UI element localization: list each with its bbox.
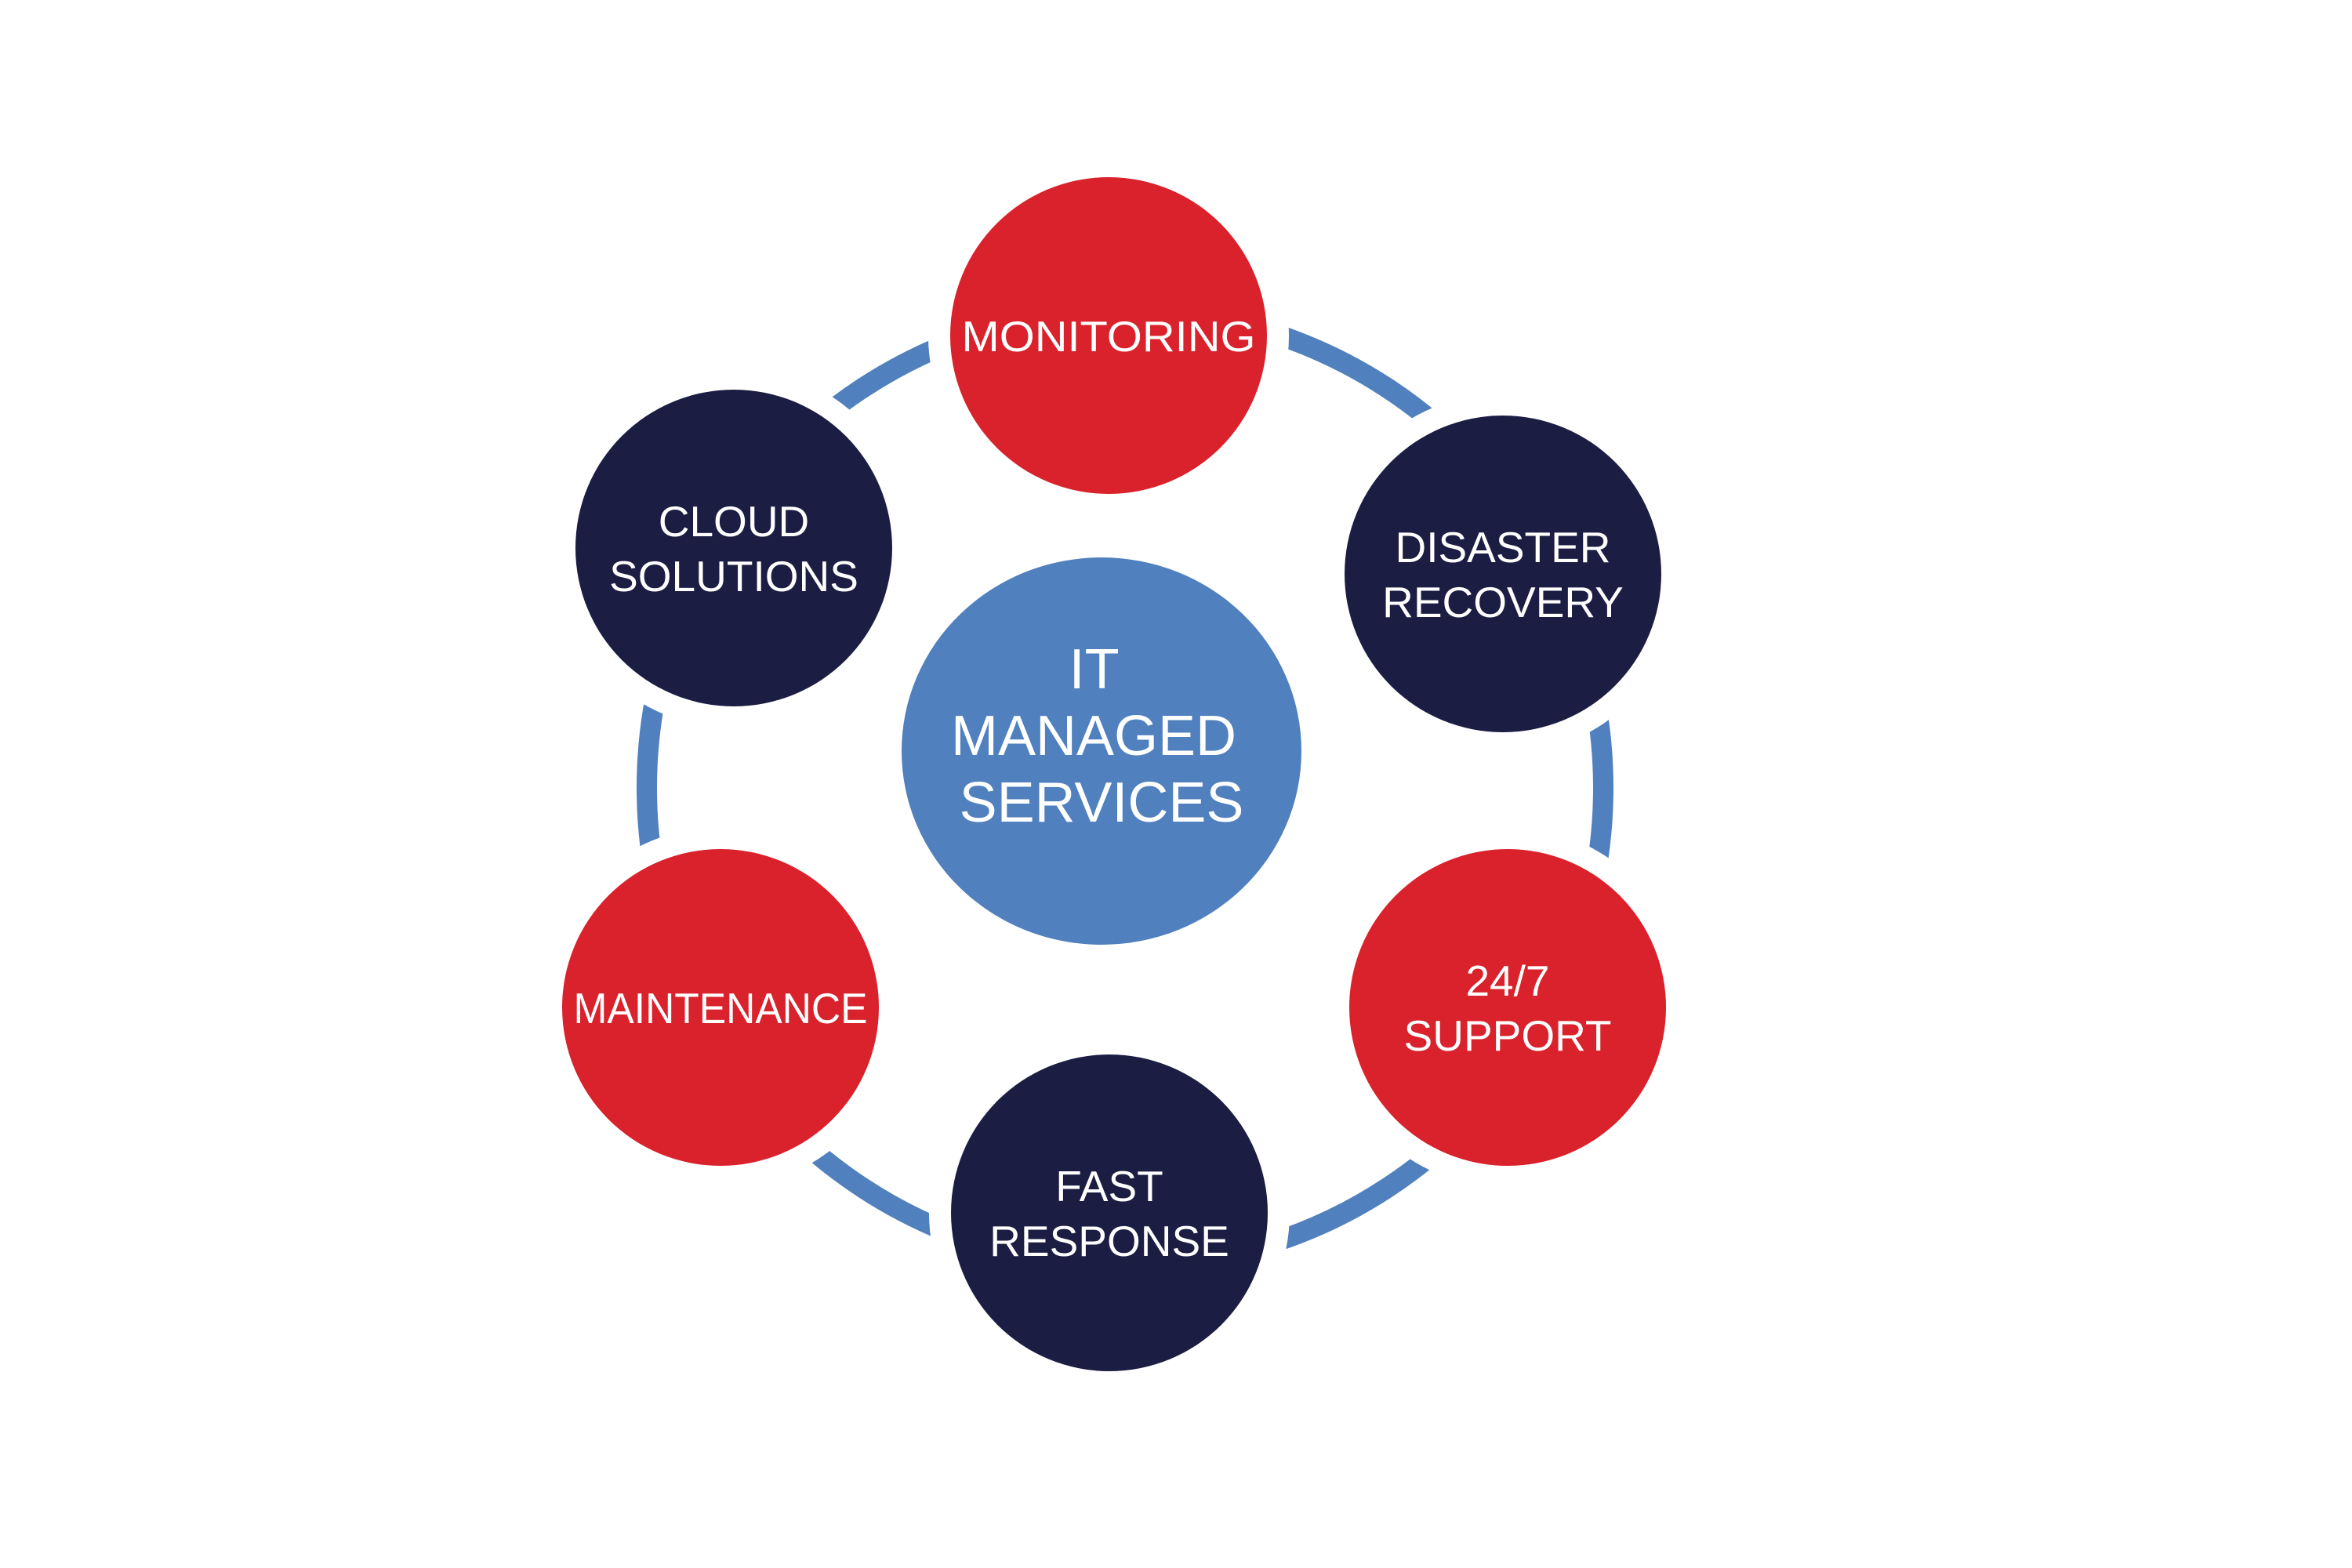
- hub-label-line: MANAGED: [951, 705, 1236, 768]
- node-label: DISASTER RECOVERY: [1382, 523, 1624, 626]
- hub[interactable]: IT MANAGED SERVICES: [902, 557, 1301, 945]
- node-label-line: MAINTENANCE: [574, 984, 868, 1033]
- node-label: FAST RESPONSE: [989, 1162, 1229, 1265]
- service-node-disaster-recovery[interactable]: DISASTER RECOVERY: [1323, 394, 1683, 754]
- node-label: CLOUD SOLUTIONS: [609, 497, 858, 601]
- service-node-cloud-solutions[interactable]: CLOUD SOLUTIONS: [554, 368, 914, 728]
- node-label-line: SUPPORT: [1404, 1011, 1612, 1060]
- service-node-fast-response[interactable]: FAST RESPONSE: [929, 1033, 1290, 1393]
- node-label-line: FAST: [1055, 1162, 1163, 1210]
- service-node-maintenance[interactable]: MAINTENANCE: [540, 827, 901, 1188]
- node-label: MAINTENANCE: [574, 984, 868, 1033]
- service-node-monitoring[interactable]: MONITORING: [928, 155, 1289, 516]
- hub-label-line: IT: [1069, 638, 1119, 701]
- node-circle[interactable]: [1349, 849, 1666, 1166]
- node-label-line: DISASTER: [1395, 523, 1610, 572]
- node-label-line: RESPONSE: [989, 1217, 1229, 1265]
- node-circle[interactable]: [951, 1054, 1268, 1371]
- hub-label-line: SERVICES: [960, 771, 1244, 834]
- node-label: MONITORING: [962, 312, 1256, 361]
- node-circle[interactable]: [562, 849, 879, 1166]
- node-label-line: SOLUTIONS: [609, 552, 858, 601]
- node-circle[interactable]: [575, 390, 892, 706]
- node-circle[interactable]: [950, 177, 1267, 494]
- node-label-line: RECOVERY: [1382, 578, 1624, 626]
- hub-label: IT MANAGED SERVICES: [951, 638, 1252, 834]
- node-label-line: CLOUD: [659, 497, 810, 546]
- hub-circle[interactable]: [902, 557, 1301, 945]
- node-label-line: 24/7: [1465, 956, 1549, 1005]
- node-circle[interactable]: [1345, 416, 1661, 732]
- node-label-line: MONITORING: [962, 312, 1256, 361]
